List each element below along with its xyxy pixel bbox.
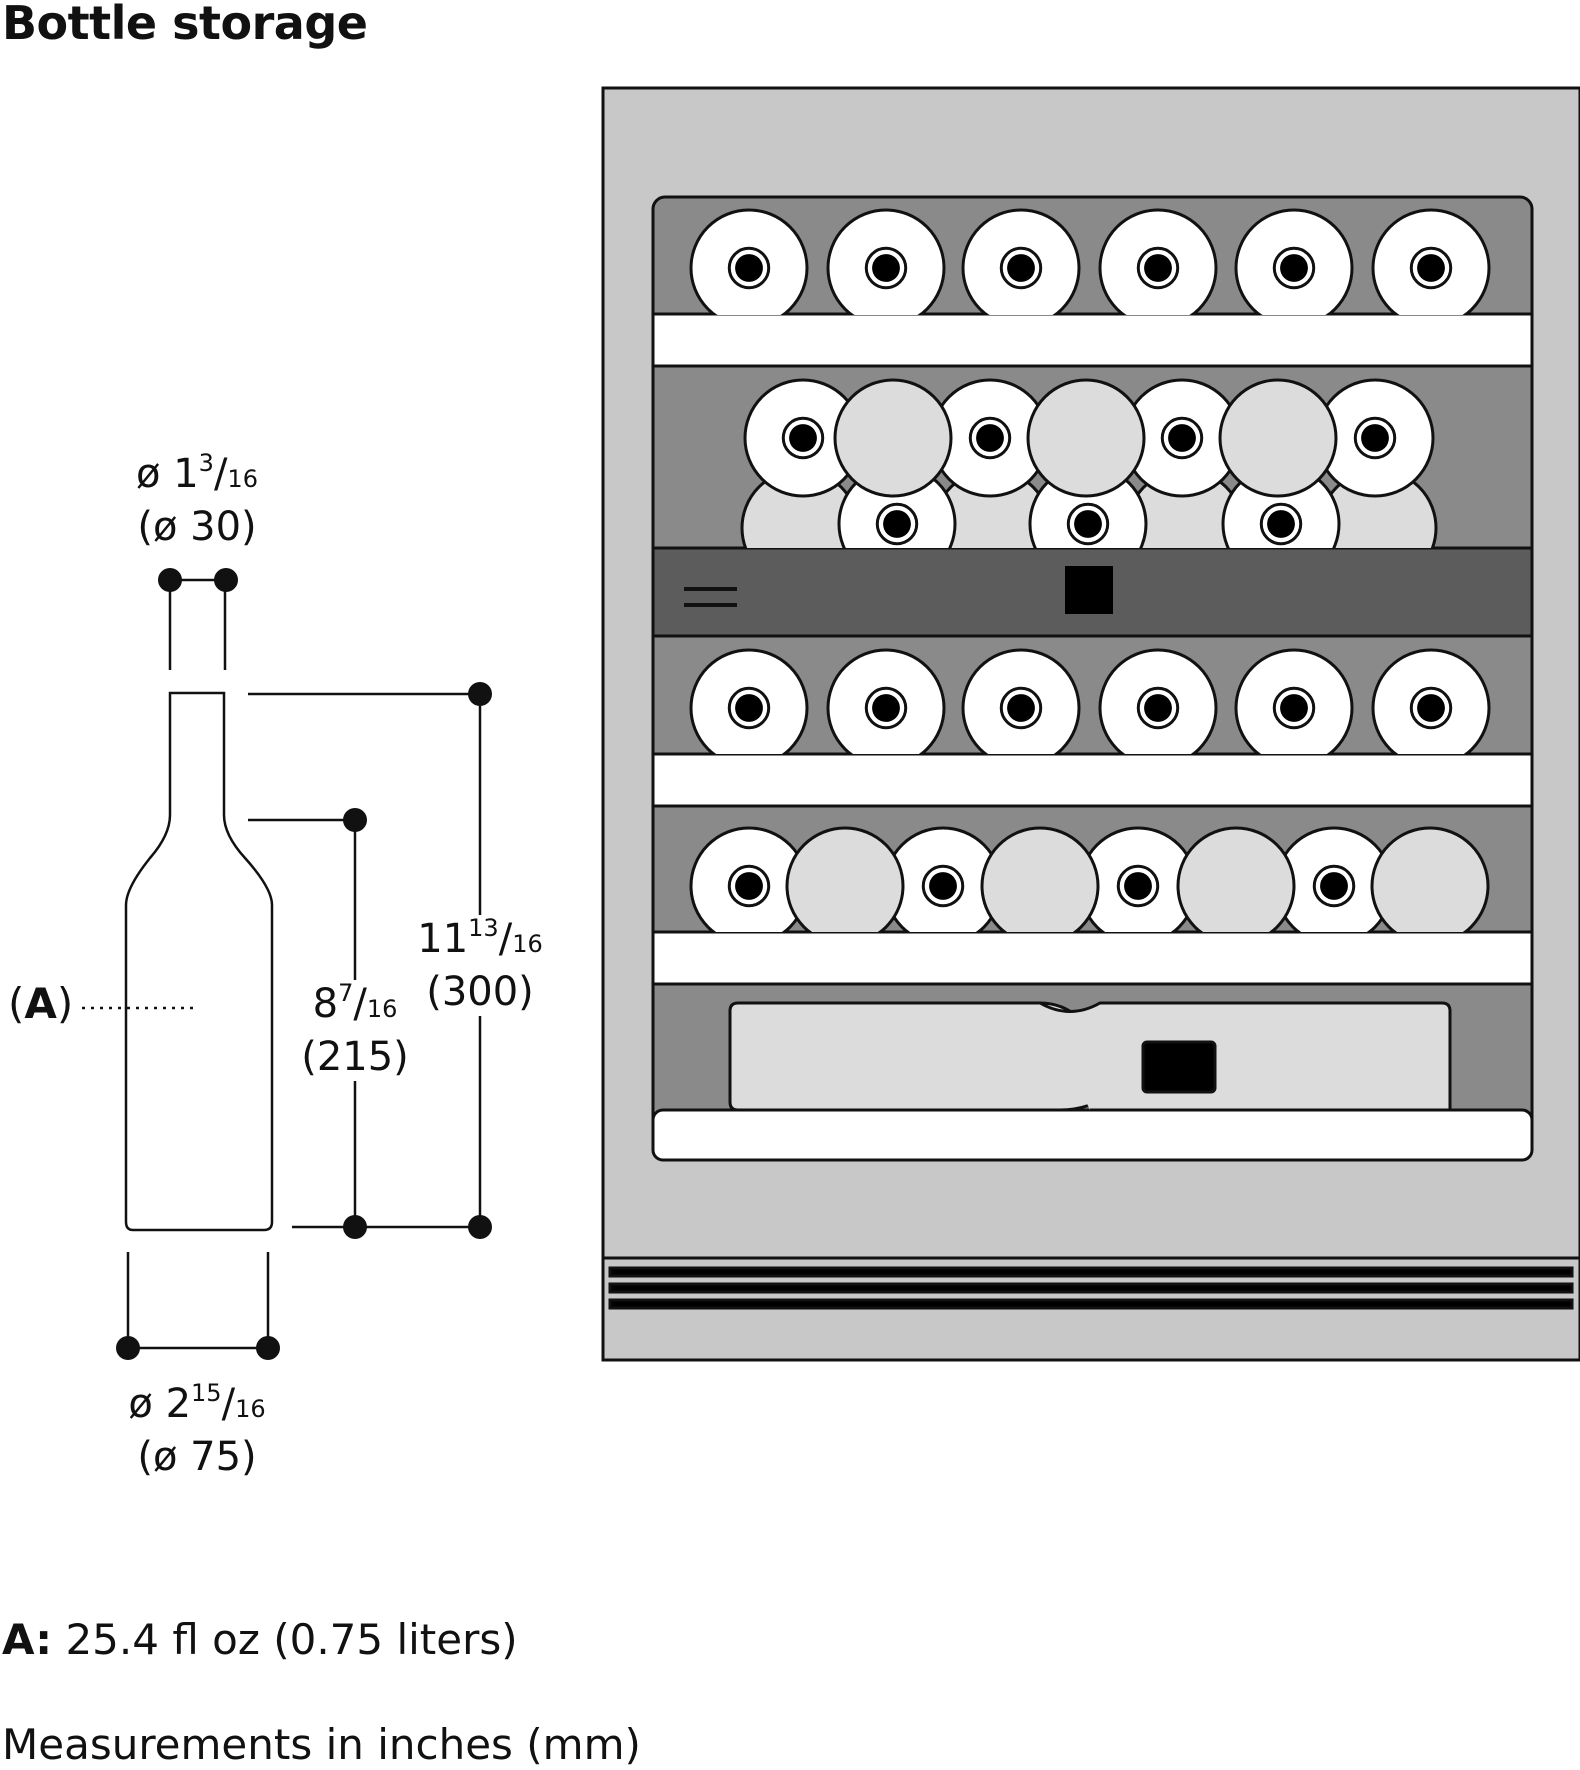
body-diameter-label: ø 215/16 (ø 75): [128, 1379, 266, 1481]
total-height-label: 1113/16 (300): [417, 914, 543, 1016]
bottle-base: [1176, 826, 1296, 932]
bottle-neck: [1144, 694, 1172, 722]
bottle-neck: [883, 510, 911, 538]
neck-diameter-label: ø 13/16 (ø 30): [136, 449, 258, 551]
bottle-neck: [872, 254, 900, 282]
presentation-bottle: [728, 1001, 1452, 1112]
shoulder-height-den: 16: [366, 995, 398, 1023]
shelf: [651, 312, 1534, 368]
bottle-neck: [1168, 424, 1196, 452]
bottle-neck: [1144, 254, 1172, 282]
bottle-base: [785, 826, 905, 932]
bottle-neck: [976, 424, 1004, 452]
bottle-row-4: [689, 826, 1490, 932]
dimension-endpoints: [116, 568, 492, 1360]
footnote-key: A:: [2, 1615, 53, 1664]
total-height-num: 13: [468, 914, 499, 942]
shoulder-height-mm: (215): [301, 1034, 409, 1080]
bottle-base: [833, 378, 953, 498]
callout-open: (: [8, 979, 25, 1028]
total-height-inch: 11: [417, 916, 469, 962]
bottle-neck: [872, 694, 900, 722]
shelves: [651, 312, 1534, 1162]
shoulder-height-inch: 8: [312, 981, 339, 1027]
bottle-neck: [1320, 872, 1348, 900]
neck-diameter-mm: (ø 30): [137, 504, 257, 550]
footnote-volume-text: 25.4 fl oz (0.75 liters): [65, 1615, 518, 1664]
bottle-neck: [1007, 694, 1035, 722]
bottle-row-1: [689, 208, 1491, 315]
bottle-base: [980, 826, 1100, 932]
bottle-neck: [1124, 872, 1152, 900]
wine-cabinet: [601, 86, 1580, 1362]
neck-diameter-num: 3: [198, 449, 214, 477]
neck-diameter-inch: ø 1: [136, 451, 199, 497]
bottle-row-2: [740, 378, 1438, 548]
shoulder-height-label: 87/16 (215): [301, 979, 409, 1081]
body-diameter-den: 16: [235, 1395, 266, 1423]
bottle-outline: [124, 691, 274, 1232]
bottle-base: [1026, 378, 1146, 498]
control-panel: [651, 546, 1534, 638]
bottle-neck: [735, 872, 763, 900]
bottle-base: [1218, 378, 1338, 498]
bottle-neck: [735, 254, 763, 282]
footnote-volume: A: 25.4 fl oz (0.75 liters): [2, 1615, 518, 1664]
bottle-neck: [735, 694, 763, 722]
shelf: [651, 752, 1534, 808]
display-icon: [1065, 566, 1113, 614]
total-height-mm: (300): [426, 969, 534, 1015]
page-title: Bottle storage: [2, 0, 368, 50]
shelf: [651, 930, 1534, 986]
shelf: [651, 1108, 1534, 1162]
body-diameter-inch: ø 2: [128, 1381, 192, 1427]
body-diameter-num: 15: [191, 1379, 222, 1407]
bottle-neck: [789, 424, 817, 452]
bottle-neck: [1280, 254, 1308, 282]
bottle-neck: [1280, 694, 1308, 722]
bottle-base: [1370, 826, 1490, 932]
bottle-neck: [1074, 510, 1102, 538]
neck-diameter-den: 16: [227, 465, 258, 493]
callout-letter: A: [24, 979, 57, 1028]
shoulder-height-num: 7: [338, 979, 354, 1007]
bottle-neck: [1007, 254, 1035, 282]
total-height-den: 16: [512, 930, 543, 958]
bottle-neck: [929, 872, 957, 900]
footnote-units: Measurements in inches (mm): [2, 1720, 641, 1769]
bottle-row-3: [689, 648, 1491, 754]
body-diameter-mm: (ø 75): [137, 1434, 257, 1480]
callout-close: ): [56, 979, 74, 1028]
vent-grille: [603, 1256, 1580, 1310]
bottle-neck: [1361, 424, 1389, 452]
bottle-neck: [1417, 254, 1445, 282]
bottle-neck: [1267, 510, 1295, 538]
callout-a: (A): [8, 980, 73, 1028]
bottle-neck: [1417, 694, 1445, 722]
